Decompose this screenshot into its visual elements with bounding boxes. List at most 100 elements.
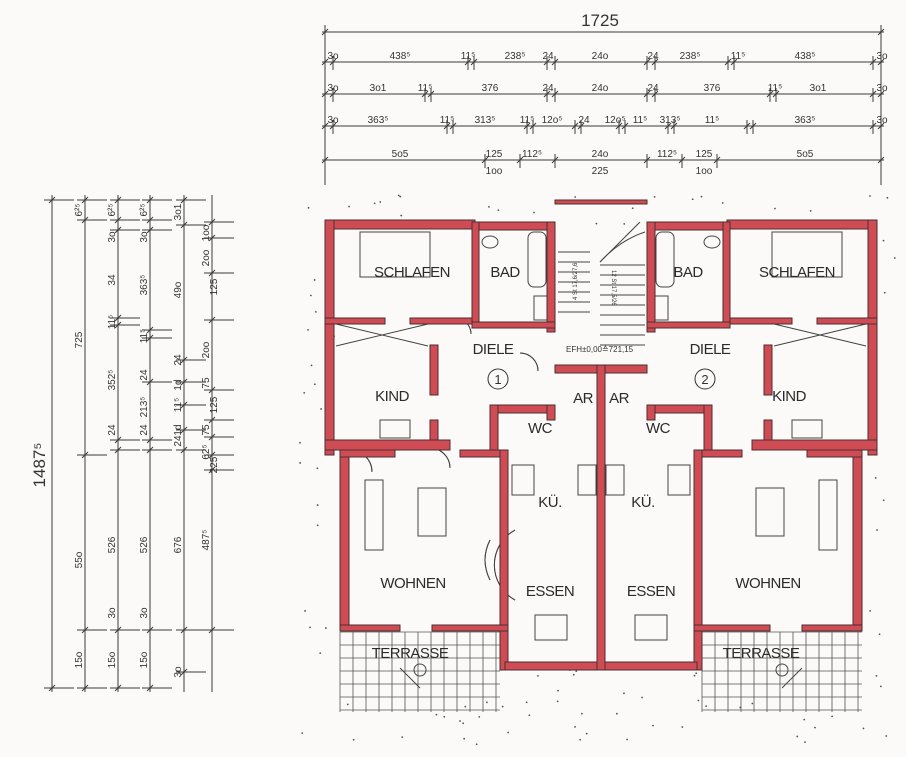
- stipple-ground: [299, 194, 896, 746]
- dimension-label: 24: [647, 51, 659, 62]
- wall-unit-2: [867, 219, 878, 456]
- ground-dot: [691, 198, 694, 201]
- ground-dot: [348, 205, 350, 208]
- ground-dot: [488, 205, 490, 208]
- dimension-label: 725: [74, 331, 85, 348]
- room-label-terrasse-1: TERRASSE: [372, 645, 449, 662]
- ground-dot: [525, 701, 528, 704]
- ground-dot: [595, 222, 598, 225]
- ground-dot: [537, 675, 539, 677]
- stair-annotation-2: 12 St 17,5/26: [610, 270, 616, 306]
- dimension-label: 75: [201, 424, 212, 436]
- ground-dot: [313, 279, 316, 281]
- dimension-label: 112⁵: [522, 149, 542, 160]
- ground-dot: [774, 207, 776, 210]
- dimension-label: 3o1: [810, 83, 827, 94]
- ground-dot: [572, 673, 575, 676]
- dimension-label: 3o1: [370, 83, 387, 94]
- ground-dot: [397, 194, 400, 197]
- closet-cross-icon: [335, 323, 429, 347]
- dimension-label: 376: [704, 83, 721, 94]
- ground-dot: [705, 705, 708, 708]
- door-swing-icon: [519, 352, 539, 372]
- dimension-label: 11⁵: [418, 83, 433, 94]
- ground-dot: [809, 210, 812, 212]
- dimension-label: 75: [201, 377, 212, 389]
- dimension-label: 6²⁵: [107, 203, 118, 216]
- ground-dot: [557, 689, 559, 692]
- wall-unit-1: [471, 321, 556, 329]
- dimension-label: 24: [647, 83, 659, 94]
- wall-unit-1: [339, 449, 396, 458]
- ground-dot: [320, 408, 323, 410]
- ground-dot: [869, 195, 871, 197]
- stove-icon: [511, 464, 535, 496]
- ground-dot: [301, 732, 304, 735]
- room-label-ar-2: AR: [609, 390, 630, 407]
- wall-unit-2: [751, 439, 878, 451]
- ground-dot: [641, 696, 643, 699]
- wall-unit-2: [646, 321, 731, 329]
- dimension-label: 526: [107, 536, 118, 553]
- ground-dot: [307, 329, 309, 331]
- dining-table-icon: [634, 614, 668, 641]
- dimension-label: 24: [542, 51, 554, 62]
- wall-unit-1: [324, 317, 386, 325]
- dimension-label: 3o: [876, 51, 888, 62]
- wall-unit-2: [646, 221, 731, 231]
- ground-dot: [475, 743, 478, 746]
- dimension-label: 24: [107, 424, 118, 436]
- wall-unit-1: [324, 219, 476, 230]
- dimension-label: 24: [173, 435, 184, 447]
- dimension-label: 49o: [173, 281, 184, 298]
- ground-dot: [533, 211, 535, 214]
- ground-dot: [400, 214, 403, 217]
- dimension-label: 313⁵: [660, 115, 681, 126]
- shower-icon: [653, 295, 669, 321]
- ground-dot: [313, 383, 316, 386]
- dimension-label: 12o⁵: [542, 115, 563, 126]
- ground-dot: [497, 209, 500, 212]
- dimension-label: 225: [209, 456, 220, 473]
- sofa-icon: [818, 479, 838, 551]
- wall-unit-2: [600, 661, 698, 671]
- ground-dot: [310, 294, 312, 297]
- dimension-label: 24o: [592, 83, 609, 94]
- ground-dot: [314, 311, 317, 313]
- bathtub-icon: [527, 231, 547, 288]
- ground-dot: [615, 712, 618, 715]
- ground-dot: [721, 202, 724, 204]
- closet-cross-icon: [773, 323, 867, 347]
- ground-dot: [575, 670, 578, 673]
- room-label-essen-2: ESSEN: [627, 583, 675, 600]
- dimension-label: 225: [592, 166, 609, 177]
- ground-dot: [697, 699, 700, 702]
- ground-dot: [307, 206, 310, 209]
- dimension-label: 11⁵: [139, 329, 150, 344]
- dimension-label: 11⁵: [520, 115, 535, 126]
- room-label-kind-2: KIND: [772, 388, 807, 405]
- wall-unit-2: [693, 449, 703, 671]
- dimension-label: 24: [542, 83, 554, 94]
- toilet-icon: [703, 235, 721, 249]
- ground-dot: [459, 720, 461, 722]
- ground-dot: [882, 239, 885, 242]
- stair-winder: [599, 231, 646, 263]
- wall-unit-1: [339, 624, 401, 632]
- wall-unit-2: [801, 624, 863, 632]
- dimension-label: 125: [696, 149, 713, 160]
- wall-unit-2: [646, 221, 656, 333]
- dimension-label: 125: [209, 396, 220, 413]
- ground-dot: [623, 223, 626, 225]
- room-label-wc-1: WC: [528, 420, 553, 437]
- wall-unit-1: [339, 449, 350, 631]
- ground-dot: [463, 737, 466, 740]
- dimension-label: 125: [486, 149, 503, 160]
- dimension-label: 1d: [173, 424, 184, 435]
- ground-dot: [528, 714, 531, 717]
- dimension-label: 3o: [876, 83, 888, 94]
- wall-unit-1: [324, 219, 335, 456]
- dimension-label: 112⁵: [657, 149, 677, 160]
- stair-winder: [599, 221, 641, 263]
